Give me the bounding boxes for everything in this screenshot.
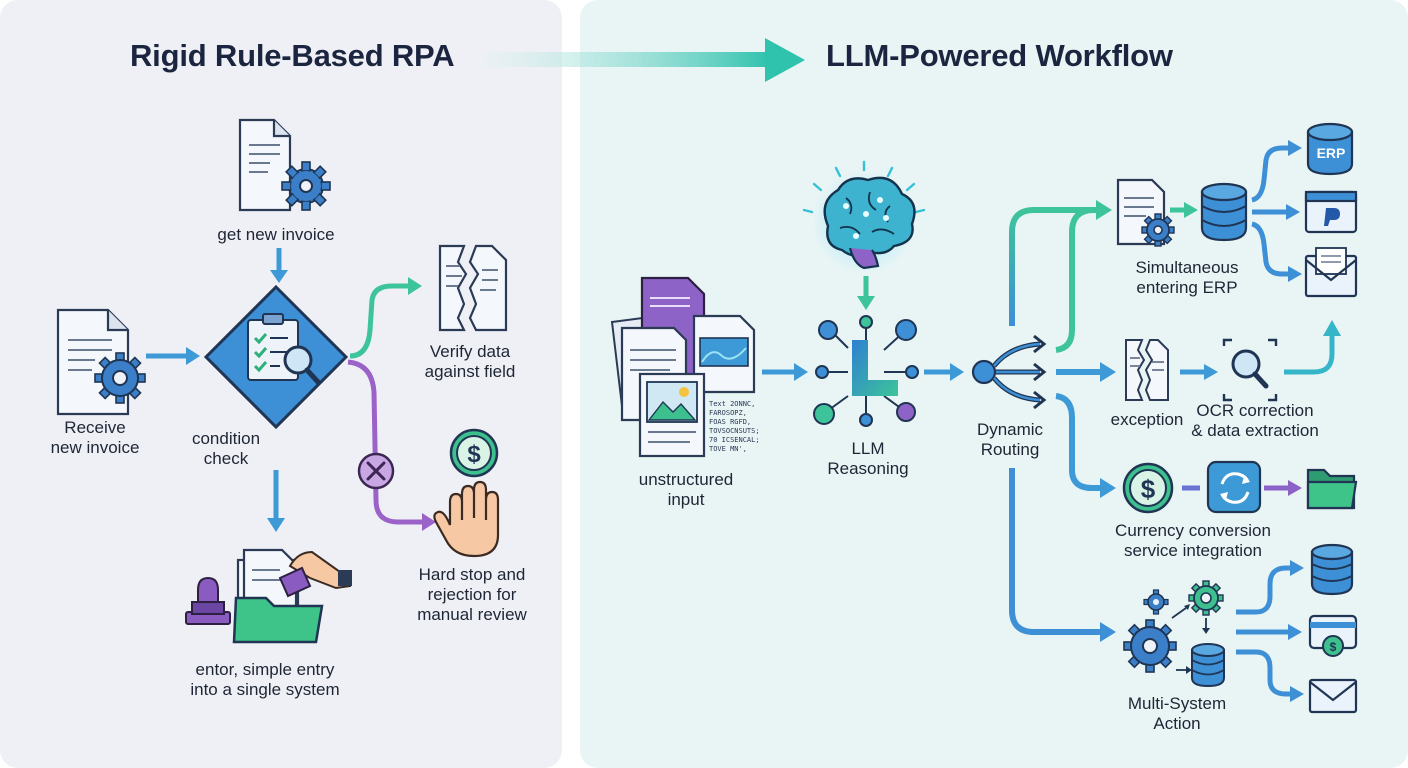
condition-check-diamond: [203, 284, 349, 430]
simple-entry-label: entor, simple entry into a single system: [190, 660, 340, 699]
doc-snippet-line-6: TOVE MN',: [709, 445, 747, 453]
multi-fanout-arrows: [1236, 560, 1304, 702]
right-panel-title: LLM-Powered Workflow: [826, 38, 1173, 73]
arrow-condition-to-hardstop: [347, 359, 436, 531]
doc-snippet-line-3: FOAS RGFD,: [709, 418, 751, 426]
arrow-ocr-upward: [1284, 320, 1341, 375]
unstructured-docs-icon: Text 2ONNC, FAROSOPZ, FOAS RGFD, TOVSOCN…: [610, 276, 760, 458]
doc-snippet-line-2: FAROSOPZ,: [709, 409, 747, 417]
routing-splitter-icon: [971, 334, 1047, 410]
folder-icon: [1306, 468, 1358, 510]
arrow-condition-to-verify: [349, 277, 422, 359]
exception-label: exception: [1110, 410, 1184, 429]
target-database-icon: [1310, 543, 1354, 596]
llm-reasoning-label: LLM Reasoning: [827, 439, 909, 478]
arrow-brain-to-llm: [857, 276, 875, 310]
invoice-gear-icon: [238, 118, 331, 212]
brain-icon: [802, 160, 926, 274]
doc-snippet-line-4: TOVSOCNSUTS;: [709, 427, 760, 435]
multi-gears-icon: [1123, 580, 1225, 688]
arrow-sync-to-folder: [1264, 480, 1302, 496]
condition-check-label: condition check: [191, 429, 261, 468]
currency-conversion-label: Currency conversion service integration: [1115, 521, 1271, 560]
erp-doc-gear-icon: [1116, 178, 1175, 247]
arrow-input-to-llm: [762, 363, 808, 381]
envelope-letter-icon: [1304, 247, 1358, 298]
hard-stop-label: Hard stop and rejection for manual revie…: [417, 565, 527, 624]
receive-invoice-icon: [56, 308, 146, 416]
currency-coin-icon: $: [1122, 462, 1174, 514]
exception-torn-doc-icon: [1125, 339, 1169, 401]
svg-text:$: $: [1141, 474, 1156, 504]
ocr-correction-label: OCR correction & data extraction: [1191, 401, 1319, 440]
ocr-scan-icon: [1222, 338, 1278, 402]
get-new-invoice-label: get new invoice: [217, 225, 335, 244]
erp-badge-label: ERP: [1317, 145, 1346, 161]
arrow-erpdoc-to-db: [1170, 202, 1198, 218]
llm-network-icon: [813, 315, 919, 427]
arrow-exception-to-ocr: [1180, 364, 1218, 380]
db-fanout-arrows: [1251, 140, 1302, 282]
svg-text:$: $: [467, 441, 481, 468]
dynamic-routing-label: Dynamic Routing: [976, 420, 1044, 459]
database-icon: [1200, 182, 1248, 242]
routing-branches: [1009, 200, 1116, 642]
payment-card-icon: $: [1308, 614, 1358, 657]
stop-hand-icon: [433, 480, 500, 558]
sync-icon: [1206, 460, 1262, 514]
unstructured-input-label: unstructured input: [638, 470, 734, 509]
dollar-coin-icon: $: [449, 428, 499, 478]
torn-document-icon: [438, 244, 508, 332]
transition-arrow: [485, 38, 805, 82]
doc-snippet-line-5: 70 ICSENCAL;: [709, 436, 760, 444]
doc-snippet-line-1: Text 2ONNC,: [709, 400, 755, 408]
arrow-llm-to-routing: [924, 363, 964, 381]
verify-data-label: Verify data against field: [424, 342, 516, 381]
left-panel-title: Rigid Rule-Based RPA: [130, 38, 455, 73]
mail-envelope-icon: [1308, 678, 1358, 714]
payment-window-icon: [1304, 190, 1358, 234]
multi-system-action-label: Multi-System Action: [1127, 694, 1227, 733]
arrow-receive-to-condition: [146, 347, 200, 365]
arrow-condition-to-entry: [267, 470, 285, 532]
receive-new-invoice-label: Receive new invoice: [50, 418, 140, 457]
stamp-folder-icon: [185, 548, 352, 644]
svg-text:$: $: [1330, 640, 1337, 654]
simultaneous-erp-label: Simultaneous entering ERP: [1135, 258, 1239, 297]
arrow-get-to-condition: [270, 248, 288, 283]
erp-database-icon: ERP: [1306, 122, 1354, 176]
